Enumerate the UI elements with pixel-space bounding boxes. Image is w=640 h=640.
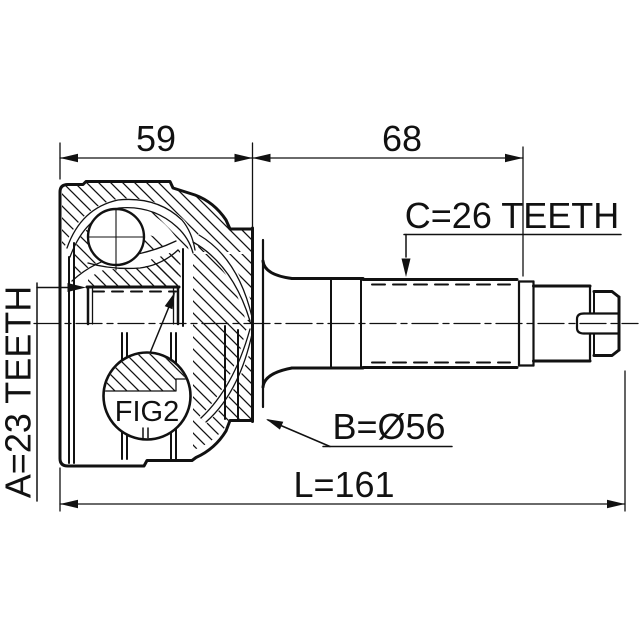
ball-bearing [86, 207, 146, 271]
bell-outline [58, 180, 254, 468]
inner-spline-callout: A=23 TEETH [0, 282, 86, 502]
spline-section [361, 278, 519, 369]
inner-race [85, 285, 181, 326]
hatch-top-wall [62, 183, 252, 252]
hatch-inner-race-section [88, 250, 178, 287]
threaded-tip [575, 290, 621, 357]
dimension-length: L=161 [59, 370, 626, 512]
track-band-right-edge1 [192, 241, 251, 322]
track-band-right-edge2 [198, 234, 253, 318]
track-band-right-lower-edge2 [205, 333, 253, 423]
dimension-68: 68 [251, 118, 524, 277]
nut-seat-section [532, 284, 595, 363]
arrowhead-left [252, 153, 271, 163]
dim-68-label: 68 [382, 118, 422, 159]
arrowhead-right [607, 499, 625, 509]
figure-ref-label: FIG2 [115, 396, 179, 428]
dimension-59: 59 [59, 118, 254, 228]
cotter-pin-hole-end [575, 312, 586, 335]
arrowhead-left [60, 153, 78, 163]
dim-59-label: 59 [136, 118, 176, 159]
outer-spline-teeth-label: C=26 TEETH [405, 195, 619, 236]
inner-race-top-edge [87, 249, 179, 270]
arrowhead-left [60, 499, 78, 509]
arrowhead-right [505, 153, 523, 163]
diameter-callout: B=Ø56 [266, 406, 453, 448]
cage-band-upper-edge-bottom [69, 206, 194, 258]
track-band-right-lower-edge1 [200, 328, 251, 419]
fig2-detail: FIG2 [102, 292, 192, 441]
diameter-label: B=Ø56 [332, 406, 445, 447]
arrowhead-right [234, 153, 253, 163]
cage-band-upper-edge-top [66, 198, 196, 251]
outer-race-bell [58, 180, 294, 468]
track-band-right-wall-lower [199, 329, 256, 424]
outer-spline-callout: C=26 TEETH [401, 195, 622, 277]
inner-spline-teeth-label: A=23 TEETH [0, 286, 39, 498]
track-band-right-wall [193, 233, 257, 321]
leader-arrowhead [67, 283, 86, 292]
cage-band-upper [63, 198, 199, 254]
fillet-top [261, 259, 294, 280]
leader-arrowhead [401, 258, 411, 277]
length-label: L=161 [293, 464, 394, 505]
leader-arrowhead [266, 419, 284, 430]
fig2-leader-arrowhead [164, 292, 175, 310]
fillet-bottom [261, 366, 294, 389]
